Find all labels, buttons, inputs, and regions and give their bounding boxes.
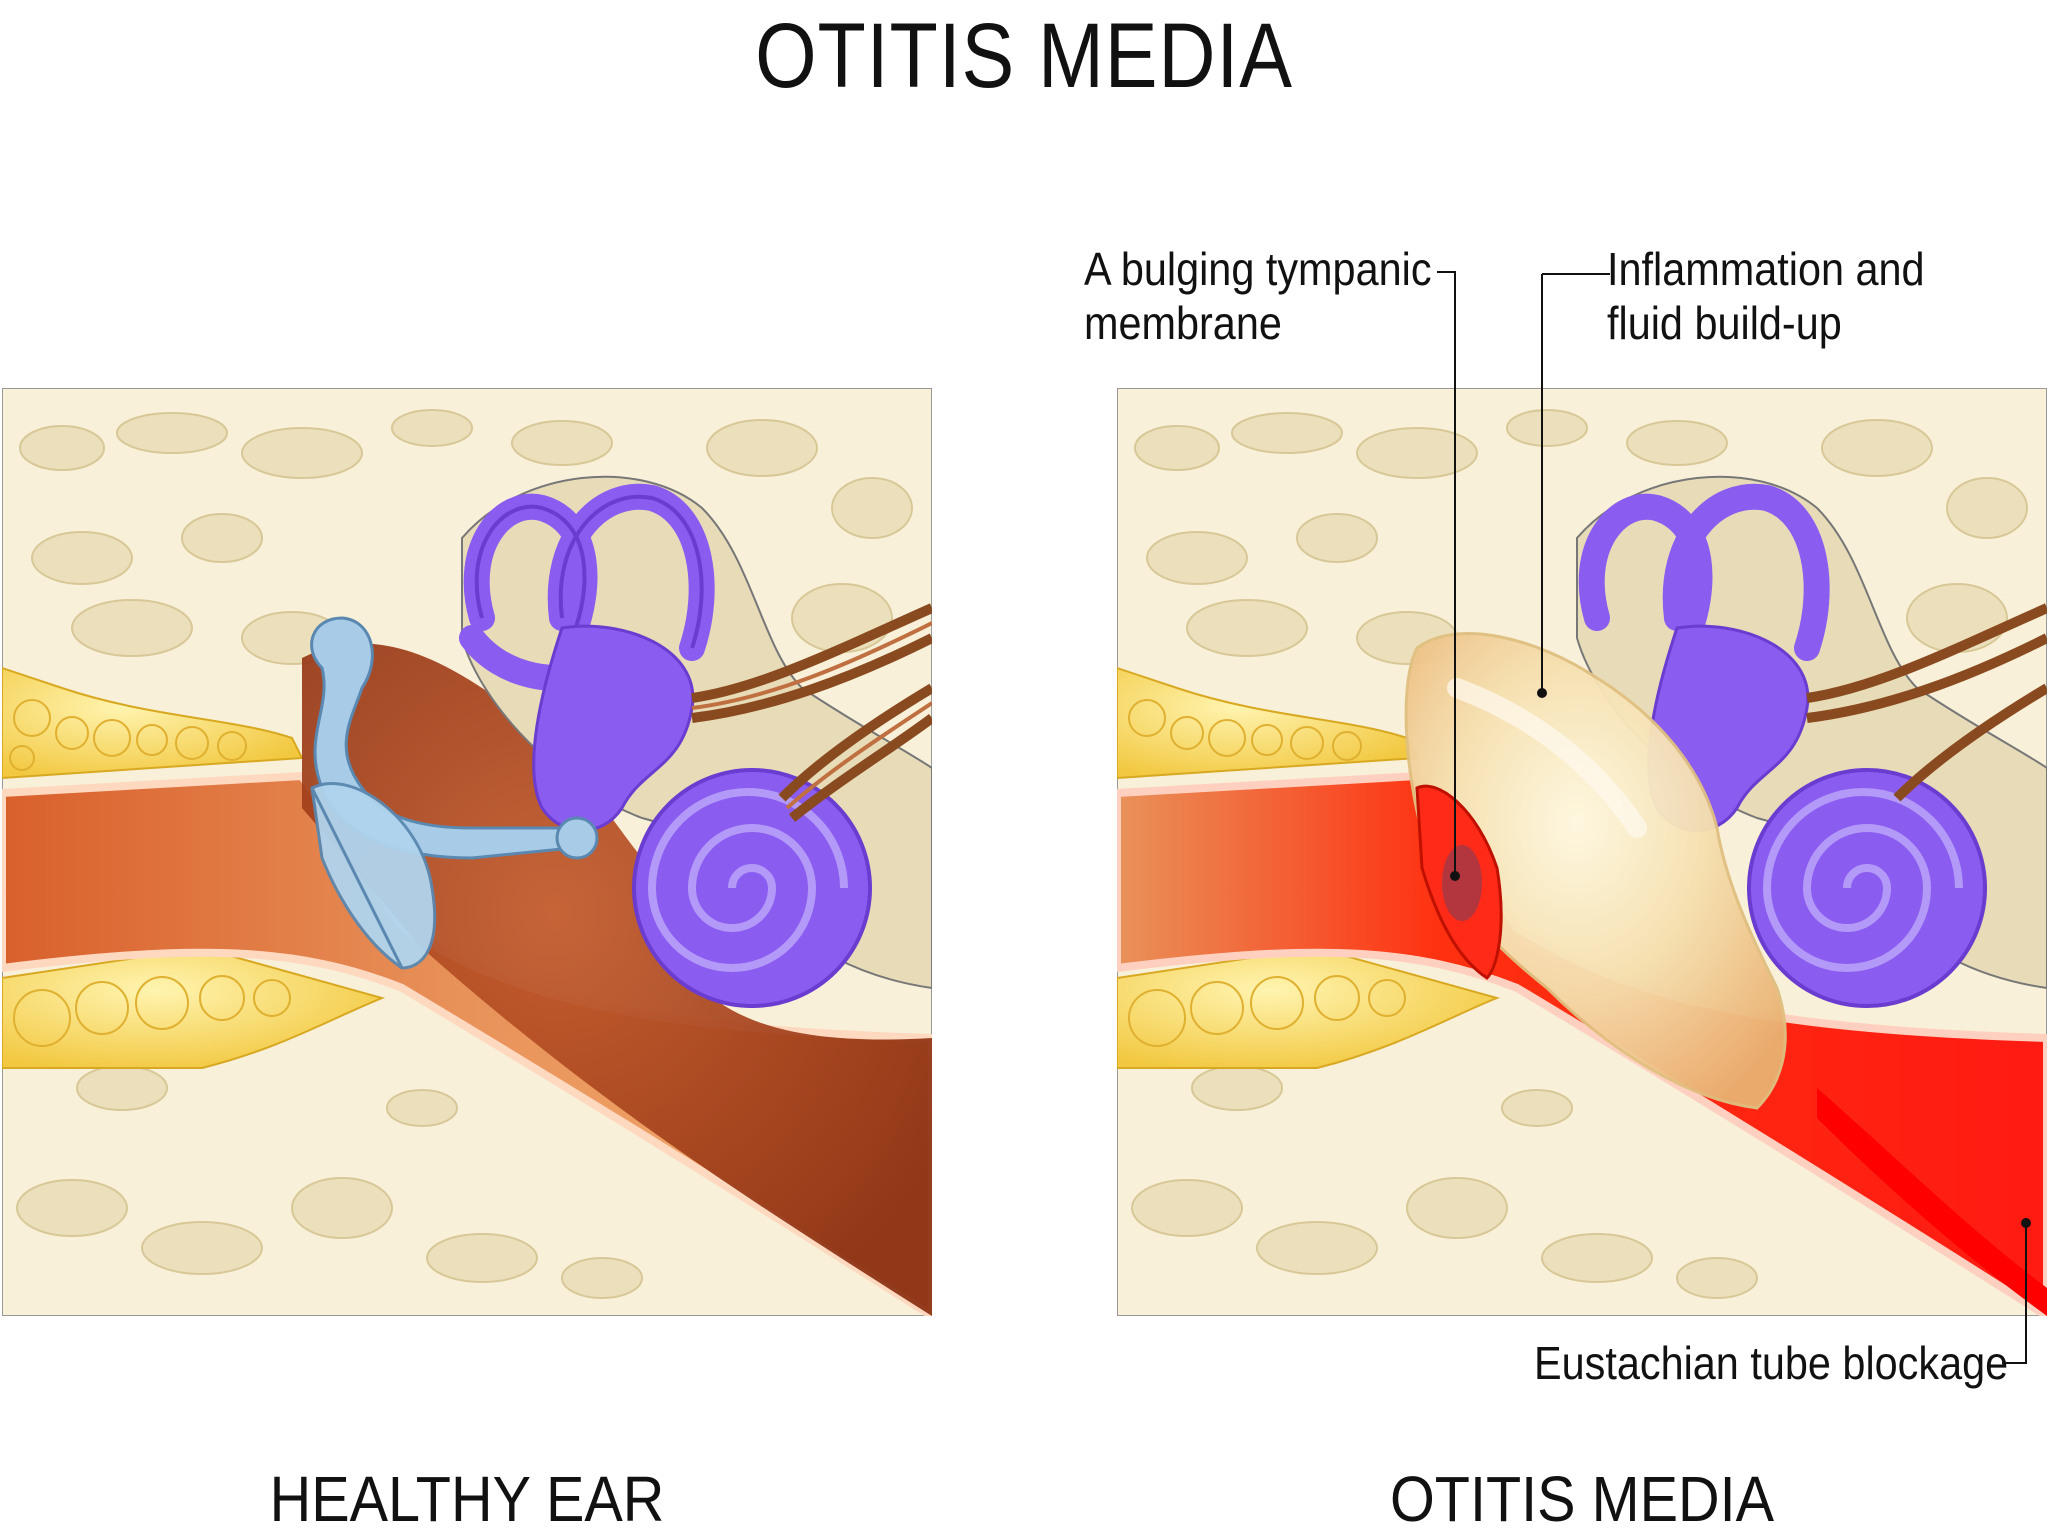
callout-tympanic-membrane: A bulging tympanic membrane — [1084, 243, 1432, 349]
cochlea — [1747, 768, 1987, 1008]
eardrum — [310, 782, 437, 970]
caption-otitis-media: OTITIS MEDIA — [1389, 1463, 1775, 1535]
bone-texture — [16, 409, 923, 1299]
auditory-nerve — [691, 603, 932, 822]
fat-tissue-lower — [1117, 946, 1501, 1069]
callout-inflammation: Inflammation and fluid build-up — [1607, 243, 1925, 349]
page-title: OTITIS MEDIA — [755, 5, 1293, 107]
middle-ear-cavity — [302, 643, 932, 1316]
eustachian-tube-blockage — [1817, 1088, 2047, 1316]
caption-healthy-ear: HEALTHY EAR — [269, 1463, 665, 1535]
bone-texture — [1131, 409, 2028, 1299]
vestibule — [532, 624, 695, 832]
semicircular-canals — [1578, 483, 1830, 661]
fat-tissue-lower — [2, 946, 386, 1069]
otitis-media-illustration — [1117, 388, 2047, 1316]
callout-eustachian-tube: Eustachian tube blockage — [1534, 1337, 2009, 1389]
fat-tissue-upper — [2, 666, 304, 780]
auditory-nerve — [1806, 603, 2047, 802]
healthy-ear-illustration — [2, 388, 932, 1316]
cochlea — [632, 768, 872, 1008]
